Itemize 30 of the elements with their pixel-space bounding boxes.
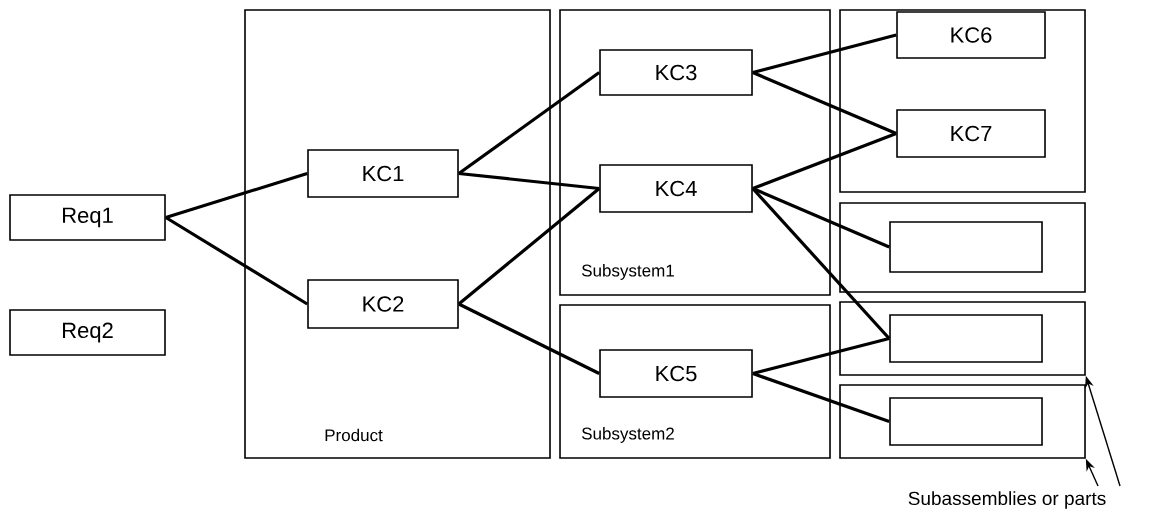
kc-box: KC7	[896, 109, 1046, 158]
note-text: Subassemblies or parts	[908, 491, 1106, 509]
connector-line	[752, 187, 890, 249]
kc-box: KC3	[599, 49, 753, 96]
kc-box: KC5	[599, 349, 753, 398]
connector-line	[752, 372, 890, 423]
part-box	[889, 314, 1043, 363]
connector-line	[751, 187, 891, 340]
connector-line	[164, 216, 309, 306]
connector-line	[458, 302, 600, 375]
container-box	[839, 384, 1086, 459]
connector-line	[457, 187, 601, 306]
connector-line	[752, 132, 897, 190]
requirement-box: Req2	[9, 309, 166, 356]
kc-box: KC4	[599, 164, 753, 213]
requirement-box: Req1	[9, 194, 166, 241]
connector-line	[752, 336, 890, 376]
kc-box: KC1	[307, 149, 459, 198]
part-box	[889, 221, 1043, 273]
connector-line	[752, 33, 897, 75]
connector-line	[458, 171, 600, 191]
kc-box: KC6	[896, 11, 1046, 59]
connector-line	[165, 171, 308, 220]
part-box	[889, 397, 1043, 446]
container-box	[839, 202, 1086, 293]
connector-line	[457, 71, 601, 175]
container-box	[839, 9, 1086, 193]
kc-box: KC2	[307, 279, 459, 329]
container-box	[839, 301, 1086, 376]
connector-line	[752, 71, 897, 135]
